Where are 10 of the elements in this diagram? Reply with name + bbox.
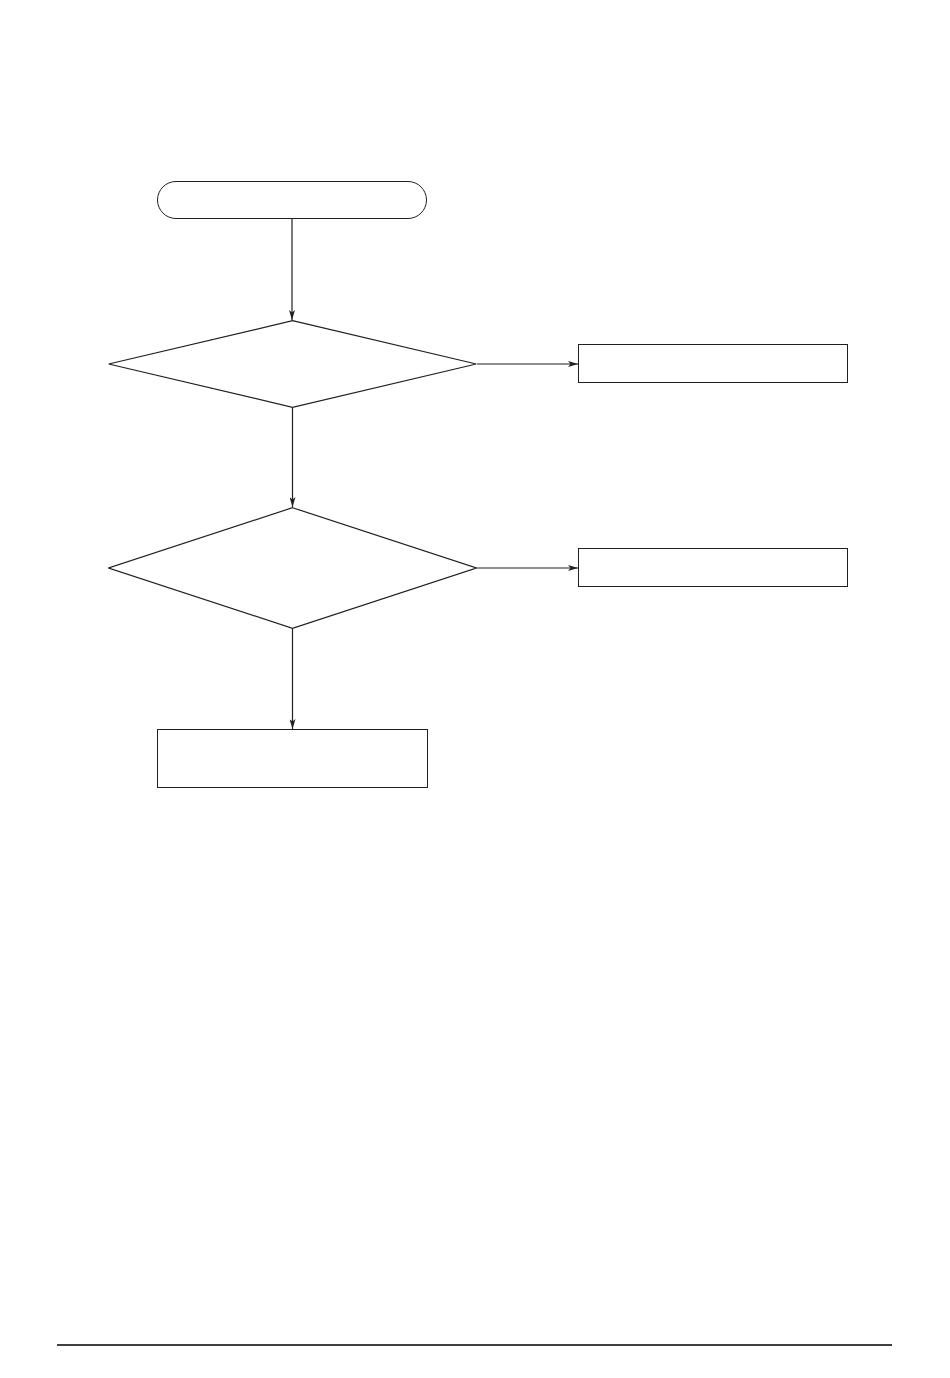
process-box [578, 344, 848, 383]
arrow [289, 407, 296, 508]
process-box [578, 548, 848, 587]
arrow [289, 218, 295, 321]
arrow [476, 565, 579, 571]
arrow [289, 628, 296, 730]
decision-diamond [108, 320, 477, 408]
decision-diamond [108, 507, 477, 629]
arrow [476, 361, 579, 367]
process-box [157, 729, 428, 788]
